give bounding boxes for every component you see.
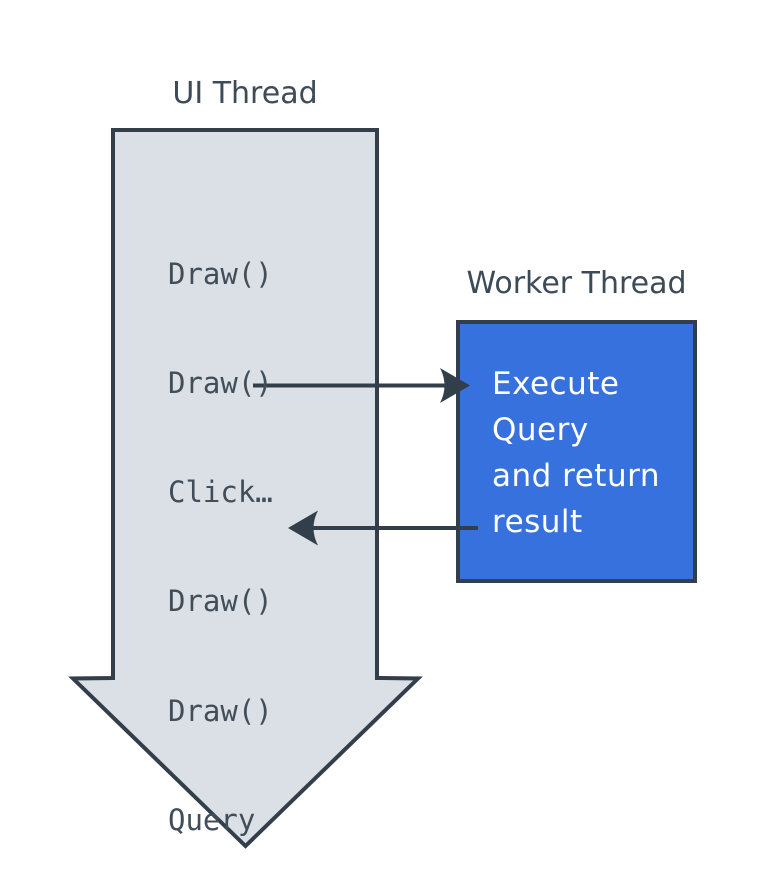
ui-thread-arrow-shape xyxy=(68,128,423,849)
worker-body-line: and return xyxy=(492,458,660,494)
call-item: Draw() xyxy=(168,256,273,291)
call-item: Draw() xyxy=(168,693,273,728)
result-arrowhead-icon xyxy=(288,510,318,546)
call-item: Draw() xyxy=(168,584,273,619)
call-item-query: Query xyxy=(168,802,256,837)
query-arrowhead-icon xyxy=(440,368,470,403)
ui-thread-title: UI Thread xyxy=(172,76,318,111)
query-arrow xyxy=(253,368,470,403)
worker-thread-title: Worker Thread xyxy=(466,266,687,301)
result-arrow xyxy=(288,510,478,546)
ui-thread-call-list: Draw() Draw() Click… Draw() Draw() Query… xyxy=(168,183,343,896)
worker-thread-box xyxy=(456,320,697,583)
worker-thread-body: Execute Query and return result xyxy=(492,361,692,545)
worker-body-line: result xyxy=(492,504,583,540)
worker-body-line: Query xyxy=(492,412,589,448)
call-item: Click… xyxy=(168,475,273,510)
call-item: Draw() xyxy=(168,366,273,401)
worker-body-line: Execute xyxy=(492,366,620,402)
